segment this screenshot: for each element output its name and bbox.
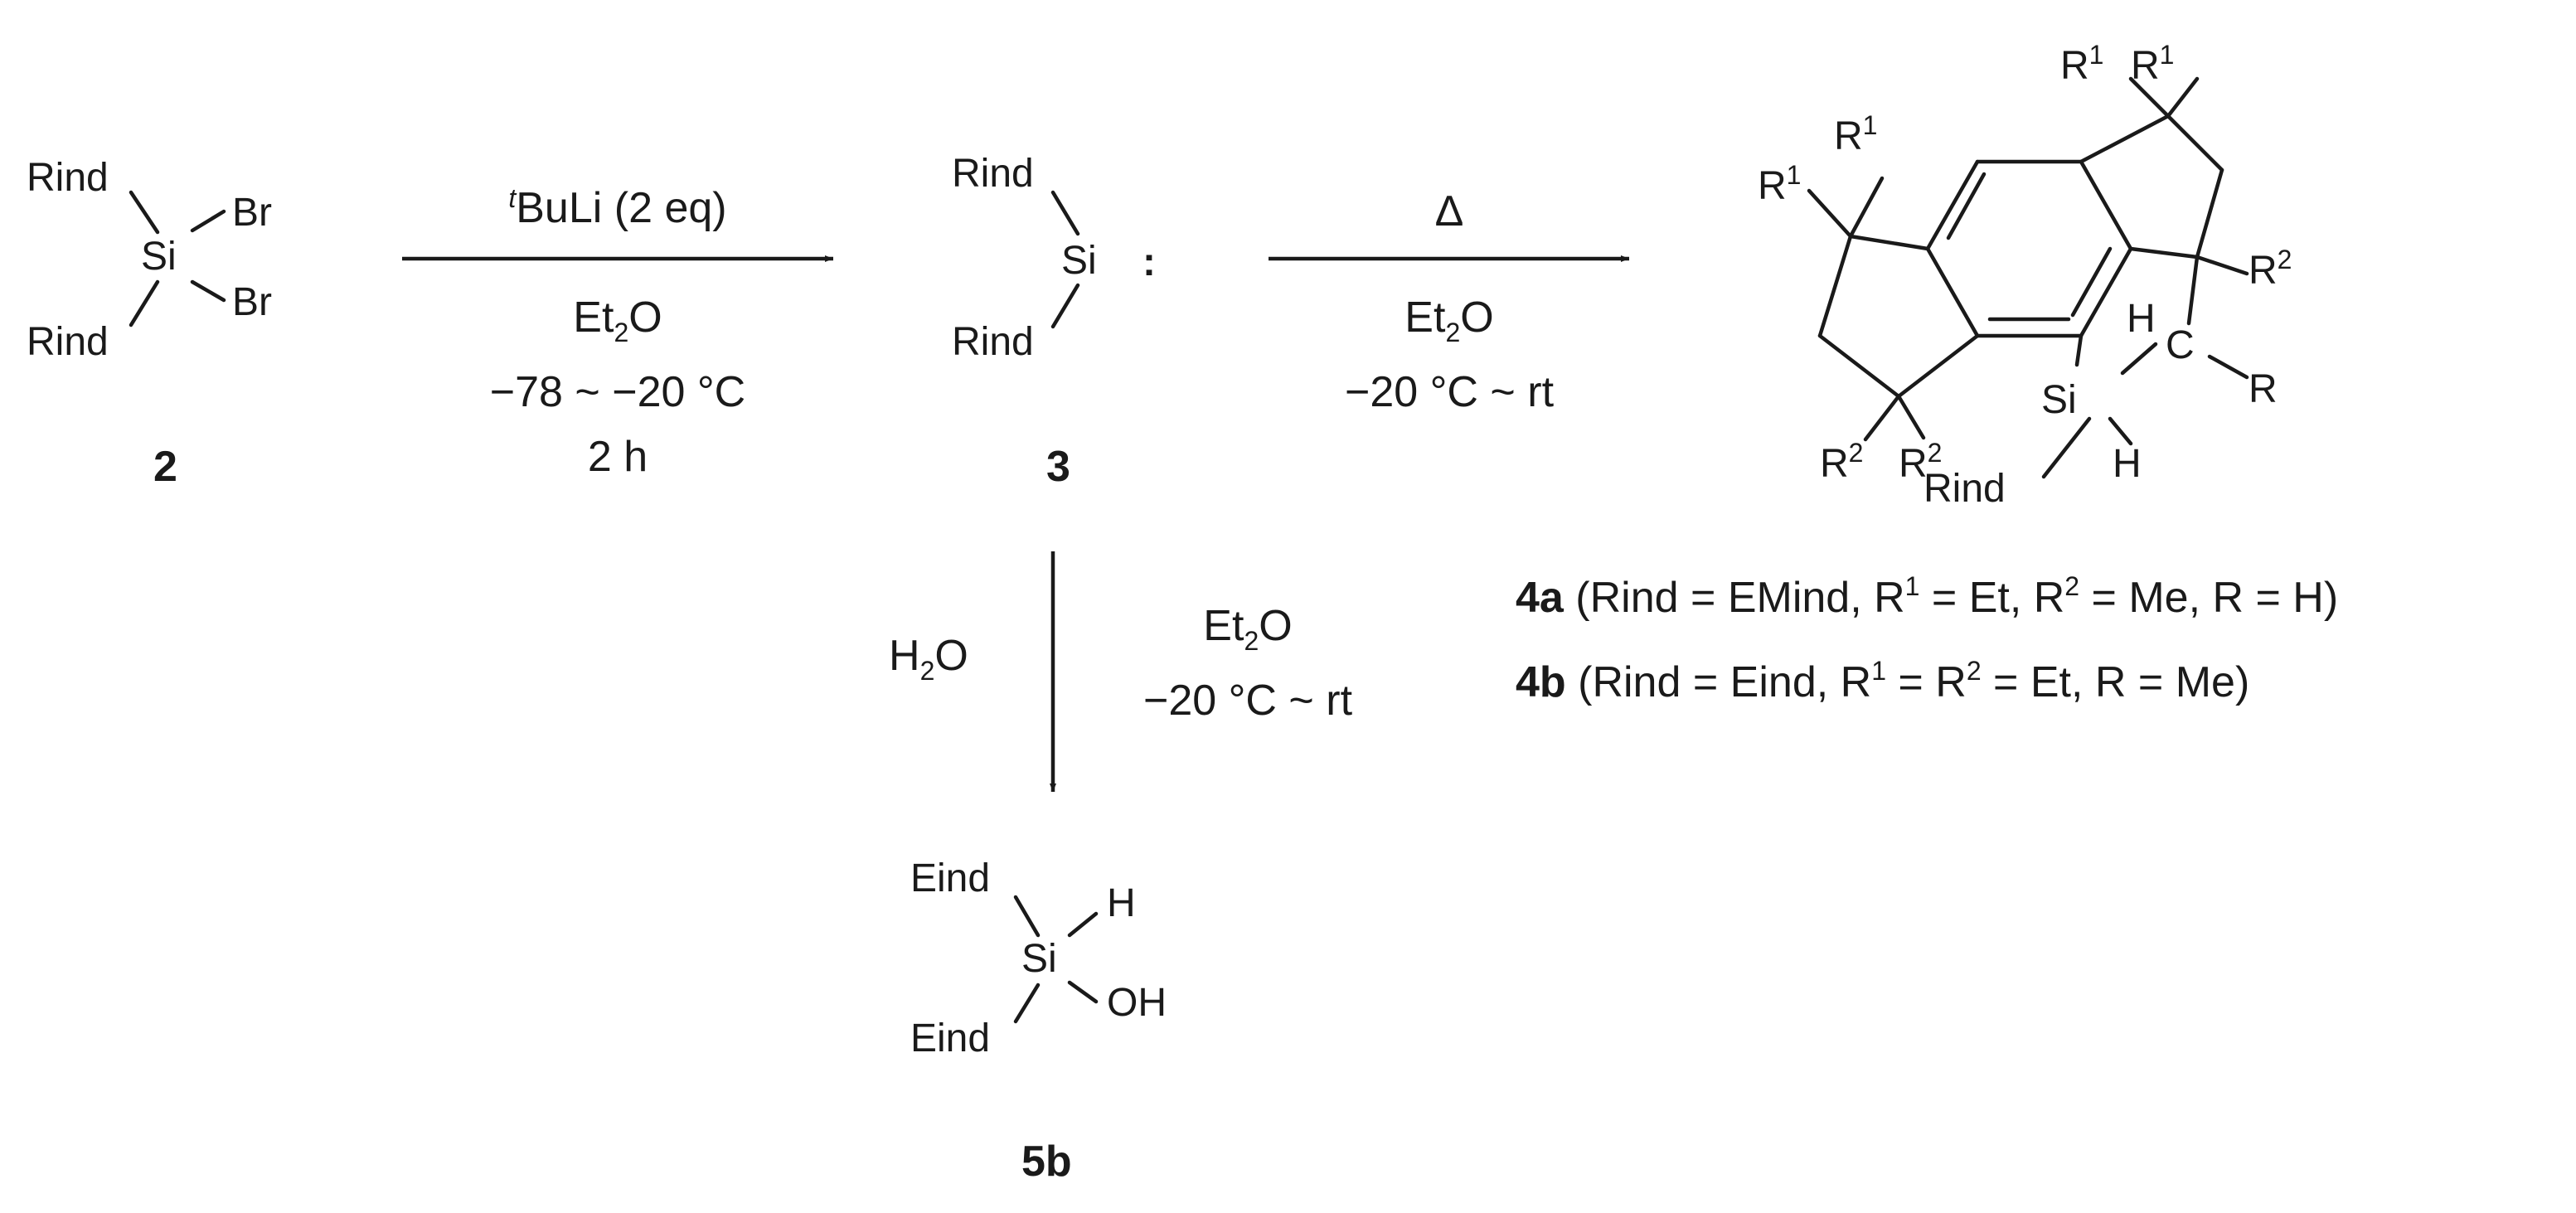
r1-label: R1 <box>1758 160 1801 208</box>
r-label: R <box>2249 367 2278 411</box>
reagent-water: H2O <box>889 632 968 686</box>
bond <box>1817 234 1853 338</box>
bond <box>1896 333 1980 399</box>
benzene-ring <box>1925 159 2133 338</box>
bond <box>1013 895 1041 938</box>
compound-number-5b: 5b <box>1021 1138 1072 1186</box>
carbon-label: C <box>2166 323 2195 367</box>
bond <box>2195 167 2224 260</box>
bond <box>2079 159 2133 251</box>
bond <box>2120 342 2158 376</box>
r2-label: R2 <box>1820 438 1863 486</box>
left-cyclopentane-ring <box>1807 176 1980 442</box>
bond <box>1848 176 1885 239</box>
bromine-label: Br <box>232 191 272 235</box>
compound-2-structure: Rind Rind Si Br Br <box>27 156 272 364</box>
hydroxyl-label: OH <box>1107 981 1167 1025</box>
hydrogen-label: H <box>2113 442 2142 486</box>
compound-number-3: 3 <box>1046 443 1070 491</box>
bond <box>129 190 160 235</box>
bond <box>2074 333 2084 367</box>
silicon-label: Si <box>2041 378 2077 422</box>
bond <box>2128 76 2171 119</box>
solvent-et2o: Et2O <box>1404 294 1493 347</box>
hydrogen-label: H <box>2127 297 2156 341</box>
bond <box>2166 76 2200 119</box>
bond <box>2079 114 2171 164</box>
bond <box>1863 394 1901 442</box>
compound-4-structure: R1 R1 R1 R1 R2 R2 R2 H C R Si H Rind <box>1758 40 2292 511</box>
r1-label: R1 <box>2131 40 2174 88</box>
r1-label: R1 <box>2060 40 2103 88</box>
legend-4a-4b: 4a (Rind = EMind, R1 = Et, R2 = Me, R = … <box>1516 571 2338 706</box>
bond <box>2166 114 2224 172</box>
bromine-label: Br <box>232 280 272 324</box>
reagent-tbuli: tBuLi (2 eq) <box>508 183 726 232</box>
bond <box>1050 283 1080 329</box>
bond <box>1067 980 1099 1004</box>
bond <box>2079 246 2133 338</box>
bond <box>190 279 226 303</box>
bond <box>2186 255 2200 326</box>
bond <box>129 279 160 328</box>
rind-label: Rind <box>27 320 109 364</box>
r1-label: R1 <box>1834 110 1877 158</box>
right-cyclopentane-ring <box>2079 76 2249 326</box>
bond <box>2128 246 2200 260</box>
eind-label: Eind <box>910 1016 990 1060</box>
bond <box>2195 255 2249 276</box>
bond <box>2207 354 2249 380</box>
temperature: −78 ~ −20 °C <box>490 368 745 416</box>
step-3-conditions: H2O Et2O −20 °C ~ rt <box>889 602 1353 725</box>
bond <box>1848 234 1930 251</box>
solvent-et2o: Et2O <box>1203 602 1292 656</box>
bond <box>1013 983 1041 1024</box>
rind-label: Rind <box>1924 467 2006 511</box>
rind-label: Rind <box>952 320 1034 364</box>
solvent-et2o: Et2O <box>573 294 662 347</box>
silicon-label: Si <box>1061 239 1097 283</box>
temperature: −20 °C ~ rt <box>1345 368 1555 416</box>
bond <box>1807 188 1853 239</box>
eind-label: Eind <box>910 856 990 900</box>
r2-label: R2 <box>2249 245 2292 293</box>
lone-pair: : <box>1142 240 1156 284</box>
bond <box>1050 190 1080 236</box>
compound-5b-structure: Eind Eind Si H OH <box>910 856 1167 1060</box>
hydrogen-label: H <box>1107 881 1136 925</box>
legend-4a: 4a (Rind = EMind, R1 = Et, R2 = Me, R = … <box>1516 571 2338 622</box>
bond <box>1925 246 1980 338</box>
bond <box>190 209 226 233</box>
heat-symbol: Δ <box>1435 187 1464 235</box>
legend-4b: 4b (Rind = Eind, R1 = R2 = Et, R = Me) <box>1516 656 2249 706</box>
step-2-conditions: Δ Et2O −20 °C ~ rt <box>1345 187 1555 416</box>
bond <box>2108 416 2133 446</box>
bond <box>1925 159 1980 251</box>
bond <box>1896 394 1926 440</box>
step-1-conditions: tBuLi (2 eq) Et2O −78 ~ −20 °C 2 h <box>490 183 745 481</box>
silacycle <box>2041 333 2249 479</box>
bond <box>1817 333 1901 399</box>
temperature: −20 °C ~ rt <box>1143 677 1353 725</box>
double-bond <box>2070 246 2113 318</box>
silicon-label: Si <box>141 235 177 279</box>
bond <box>1067 911 1099 938</box>
reaction-time: 2 h <box>588 433 648 481</box>
double-bond <box>1946 172 1987 240</box>
compound-3-structure: Rind Rind Si : <box>952 152 1156 364</box>
bond <box>2041 416 2092 479</box>
compound-number-2: 2 <box>153 443 177 491</box>
silicon-label: Si <box>1021 937 1057 981</box>
rind-label: Rind <box>952 152 1034 196</box>
r2-label: R2 <box>1899 438 1942 486</box>
rind-label: Rind <box>27 156 109 200</box>
